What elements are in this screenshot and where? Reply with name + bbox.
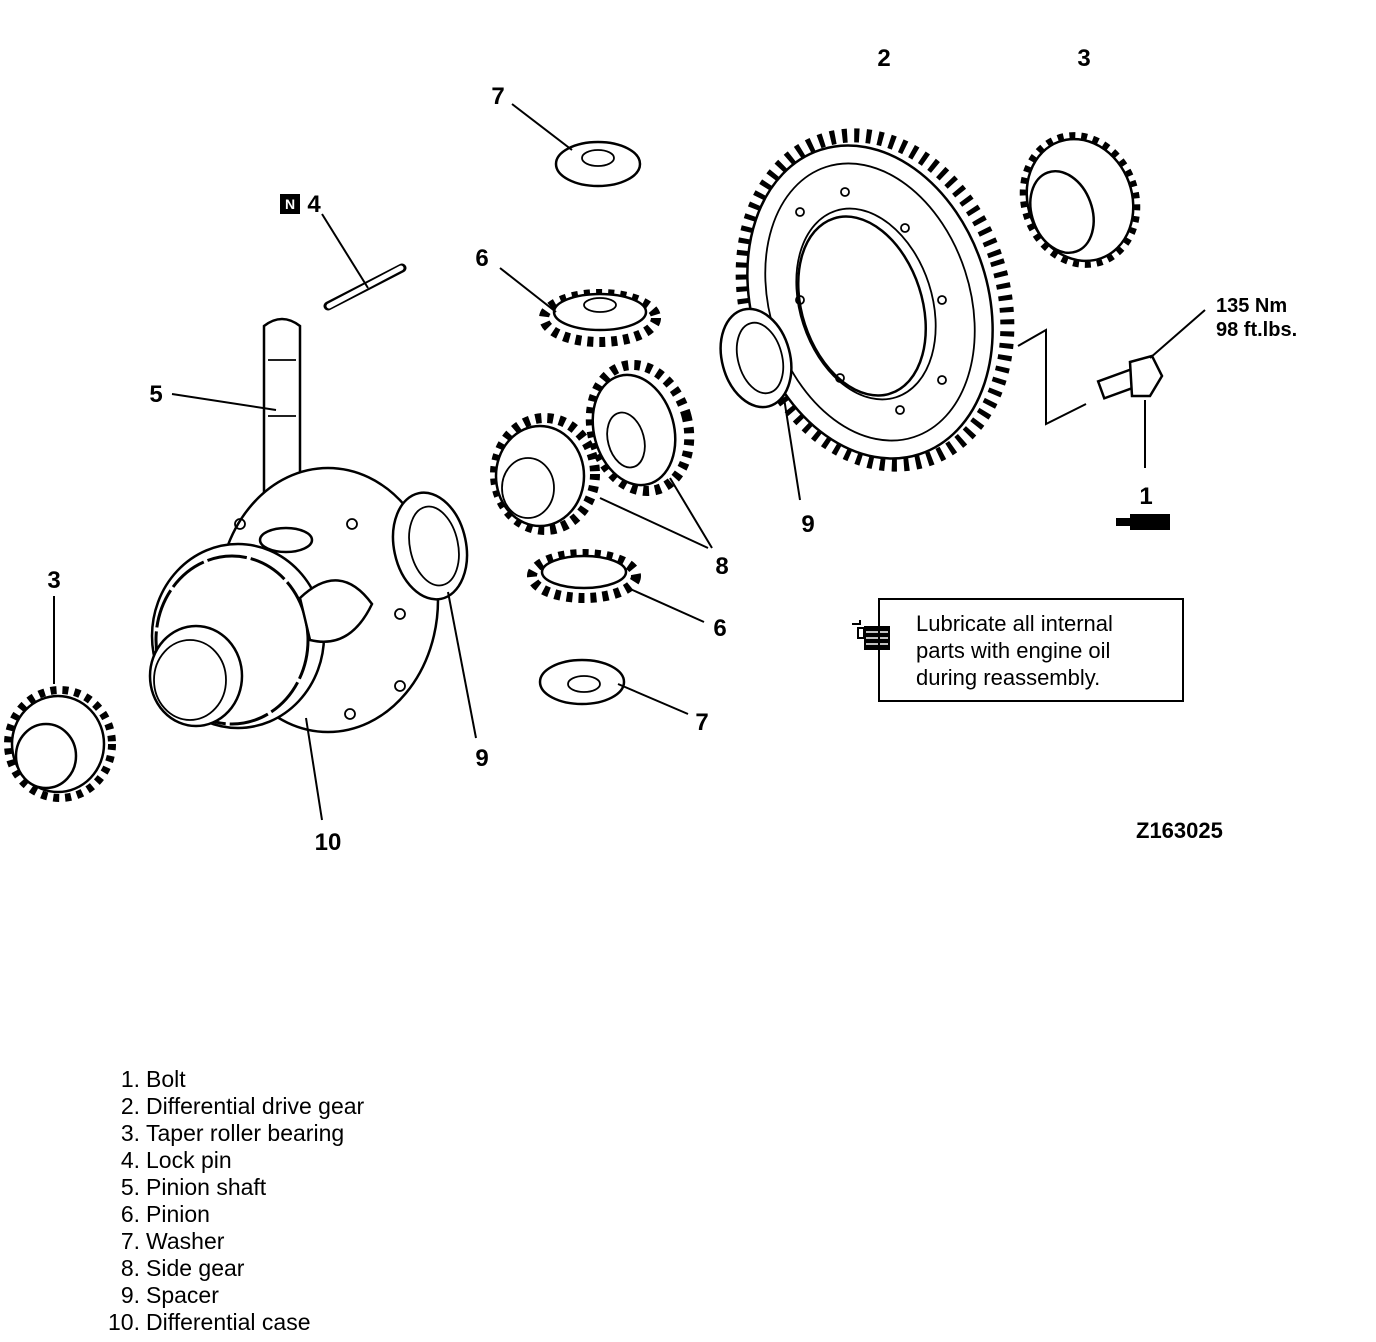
- note-line-1: Lubricate all internal: [916, 611, 1113, 636]
- figure-id: Z163025: [1136, 818, 1223, 843]
- lubrication-note: Lubricate all internal parts with engine…: [878, 598, 1184, 702]
- legend-label: Spacer: [146, 1282, 219, 1308]
- legend-number: 3.: [120, 1120, 140, 1146]
- legend-number: 5.: [120, 1174, 140, 1200]
- legend-number: 10.: [108, 1309, 140, 1335]
- legend-item: 3.Taper roller bearing: [92, 1120, 364, 1147]
- note-line-3: during reassembly.: [916, 665, 1101, 690]
- legend-number: 9.: [120, 1282, 140, 1308]
- legend-label: Differential case: [146, 1309, 311, 1335]
- drive-gear: [735, 128, 1015, 472]
- callout-7-top: 7: [491, 83, 504, 110]
- torque-imperial: 98 ft.lbs.: [1216, 319, 1297, 341]
- legend-label: Pinion: [146, 1201, 210, 1227]
- differential-case: [148, 466, 440, 821]
- legend-item: 4.Lock pin: [92, 1147, 364, 1174]
- bearing-left: [4, 596, 116, 802]
- callout-6-bottom: 6: [713, 615, 726, 642]
- callout-2: 2: [877, 45, 890, 72]
- callout-9-right: 9: [801, 511, 814, 538]
- legend-item: 8.Side gear: [92, 1255, 364, 1282]
- bolt-symbol: [1116, 514, 1170, 530]
- legend-number: 1.: [120, 1066, 140, 1092]
- legend-item: 10.Differential case: [92, 1309, 364, 1336]
- lock-pin: [321, 213, 407, 311]
- legend-number: 7.: [120, 1228, 140, 1254]
- callout-7-bottom: 7: [695, 709, 708, 736]
- legend-label: Taper roller bearing: [146, 1120, 345, 1146]
- spacer-left: [391, 491, 477, 739]
- legend-number: 8.: [120, 1255, 140, 1281]
- legend-number: 6.: [120, 1201, 140, 1227]
- legend-number: 2.: [120, 1093, 140, 1119]
- pinion-top: [499, 267, 661, 347]
- side-gear-upper: [585, 359, 695, 497]
- callout-1: 1: [1139, 483, 1152, 510]
- exploded-diagram: N: [4, 45, 1297, 856]
- bearing-right: [1019, 132, 1141, 268]
- pinion-shaft: [171, 317, 302, 502]
- legend-label: Pinion shaft: [146, 1174, 267, 1200]
- legend-item: 1.Bolt: [92, 1066, 364, 1093]
- torque-metric: 135 Nm: [1216, 295, 1287, 317]
- legend-item: 9.Spacer: [92, 1282, 364, 1309]
- note-line-2: parts with engine oil: [916, 638, 1111, 663]
- legend-label: Bolt: [146, 1066, 186, 1092]
- new-part-badge: N: [280, 194, 300, 214]
- washer-top: [511, 103, 642, 188]
- pinion-bottom: [527, 549, 705, 623]
- legend-label: Side gear: [146, 1255, 245, 1281]
- legend-label: Differential drive gear: [146, 1093, 365, 1119]
- callout-5: 5: [149, 381, 162, 408]
- legend-label: Washer: [146, 1228, 225, 1254]
- legend-item: 2.Differential drive gear: [92, 1093, 364, 1120]
- callout-4: 4: [307, 191, 321, 218]
- callout-3-left: 3: [47, 567, 60, 594]
- callout-8: 8: [715, 553, 728, 580]
- callout-9-left: 9: [475, 745, 488, 772]
- legend-number: 4.: [120, 1147, 140, 1173]
- legend-item: 7.Washer: [92, 1228, 364, 1255]
- legend-item: 6.Pinion: [92, 1201, 364, 1228]
- new-part-badge-text: N: [285, 196, 295, 212]
- legend-label: Lock pin: [146, 1147, 232, 1173]
- side-gear-lower: [490, 413, 600, 535]
- parts-legend: 1.Bolt 2.Differential drive gear 3.Taper…: [92, 1066, 364, 1336]
- oil-can-icon: [852, 620, 890, 650]
- callout-6-top: 6: [475, 245, 488, 272]
- legend-item: 5.Pinion shaft: [92, 1174, 364, 1201]
- callout-3-right: 3: [1077, 45, 1090, 72]
- bolt: [1017, 309, 1206, 468]
- spacer-right: [719, 307, 801, 501]
- washer-bottom: [538, 658, 689, 715]
- callout-10: 10: [315, 829, 342, 856]
